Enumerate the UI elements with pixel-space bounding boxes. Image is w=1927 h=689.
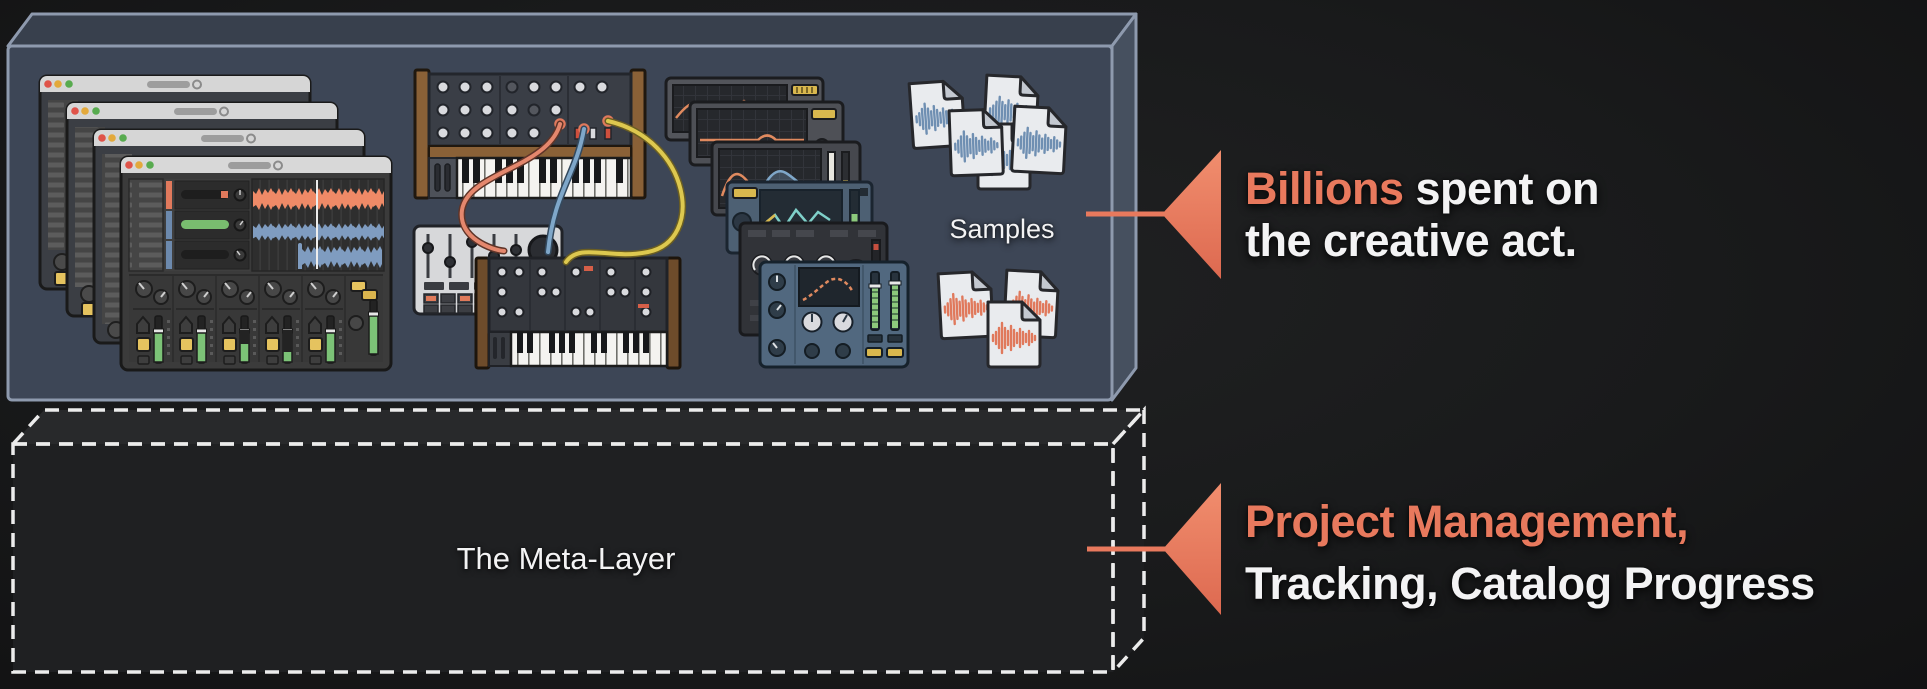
master-strip [348,280,379,356]
callout-arrow-meta [1087,483,1221,615]
samples-label: Samples [949,214,1055,244]
traffic-lights-icon [125,161,154,169]
box-right-face [1110,12,1138,402]
patch-cables-icon [458,117,686,266]
analog-synthesizer-icon [413,68,647,200]
callout-arrow-creative [1086,150,1221,279]
callout-meta-line2: Tracking, Catalog Progress [1245,558,1815,609]
callout-meta-line1: Project Management, [1245,496,1689,547]
box-top-face [6,12,1138,48]
meta-layer-box [9,405,1148,677]
callout-meta-text: Project Management, Tracking, Catalog Pr… [1245,491,1815,615]
keyboard-icon [428,156,633,200]
keyboard-icon [488,330,669,368]
plugin-windows-icon [664,76,910,369]
daw-arrangement [251,178,385,272]
meter-faders [868,271,902,331]
callout-creative-line1: Billions spent on [1245,163,1600,215]
daw-track-headers [165,179,250,271]
audio-clip-burst [298,243,382,269]
callout-creative-text: Billions spent on the creative act. [1245,163,1600,267]
daw-session-windows-icon [38,74,393,372]
arrowhead-left-icon [1163,483,1221,615]
meta-layer-label: The Meta-Layer [456,541,676,576]
daw-window-front [119,155,393,372]
daw-mixer [129,274,383,365]
callout-creative-line2: the creative act. [1245,215,1577,266]
arrowhead-left-icon [1162,150,1221,279]
creative-tools-box [6,12,1138,402]
modular-synth-icon [474,256,682,370]
daw-browser [128,178,164,272]
callout-creative-highlight: Billions [1245,163,1404,214]
callout-creative-rest: spent on [1403,163,1600,214]
plugin-window-channel [758,260,910,369]
